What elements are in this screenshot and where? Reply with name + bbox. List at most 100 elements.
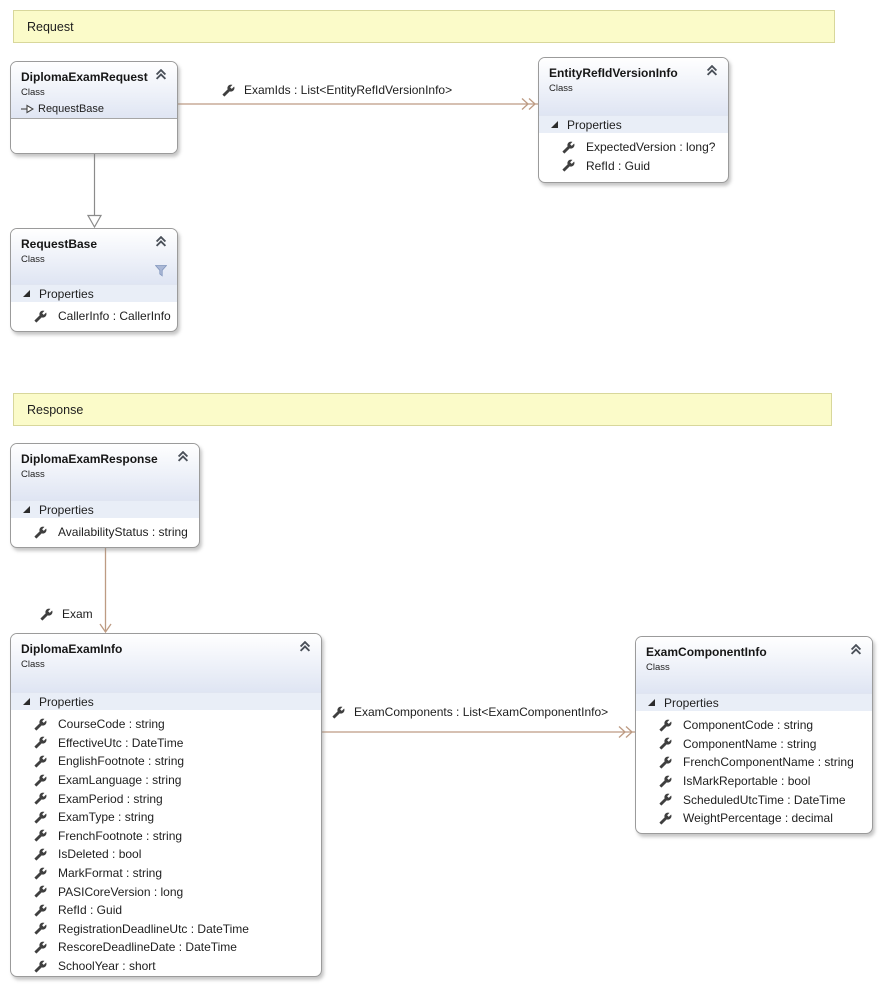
section-label: Properties <box>39 286 94 301</box>
wrench-icon <box>34 774 47 787</box>
inheritance-line[interactable] <box>87 154 103 228</box>
collapse-chevron-icon[interactable] <box>176 451 190 462</box>
class-header: DiplomaExamInfo Class <box>11 634 321 693</box>
property-row[interactable]: ComponentCode : string <box>636 716 872 735</box>
section-label: Properties <box>664 695 719 710</box>
property-row[interactable]: ExpectedVersion : long? <box>539 138 728 157</box>
section-label: Properties <box>39 502 94 517</box>
class-box-request-base[interactable]: RequestBase Class Properties CallerInfo … <box>10 228 178 332</box>
association-exam-line[interactable] <box>98 548 114 633</box>
property-row[interactable]: MarkFormat : string <box>11 864 321 883</box>
section-header-properties[interactable]: Properties <box>11 693 321 710</box>
class-box-entity-ref-id-version-info[interactable]: EntityRefIdVersionInfo Class Properties … <box>538 57 729 183</box>
class-box-diploma-exam-response[interactable]: DiplomaExamResponse Class Properties Ava… <box>10 443 200 548</box>
class-header: EntityRefIdVersionInfo Class <box>539 58 728 116</box>
wrench-icon <box>34 755 47 768</box>
property-row[interactable]: AvailabilityStatus : string <box>11 523 199 542</box>
wrench-icon <box>659 775 672 788</box>
member-list: CallerInfo : CallerInfo <box>11 302 177 326</box>
association-examcomponents-label[interactable]: ExamComponents : List<ExamComponentInfo> <box>332 705 608 719</box>
class-stereotype: Class <box>549 83 573 94</box>
section-header-properties[interactable]: Properties <box>11 285 177 302</box>
expander-triangle-icon <box>23 506 30 513</box>
property-row[interactable]: SchoolYear : short <box>11 957 321 976</box>
wrench-icon <box>40 608 53 620</box>
class-title: RequestBase <box>21 237 98 251</box>
property-row[interactable]: ComponentName : string <box>636 735 872 754</box>
class-box-exam-component-info[interactable]: ExamComponentInfo Class Properties Compo… <box>635 636 873 834</box>
property-row[interactable]: IsDeleted : bool <box>11 845 321 864</box>
association-examids-label[interactable]: ExamIds : List<EntityRefIdVersionInfo> <box>222 83 452 97</box>
member-list: ExpectedVersion : long? RefId : Guid <box>539 133 728 175</box>
wrench-icon <box>659 737 672 750</box>
wrench-icon <box>659 812 672 825</box>
property-text: FrenchComponentName : string <box>683 755 854 770</box>
class-box-diploma-exam-info[interactable]: DiplomaExamInfo Class Properties CourseC… <box>10 633 322 977</box>
class-title: DiplomaExamResponse <box>21 452 158 466</box>
expander-triangle-icon <box>23 290 30 297</box>
property-text: SchoolYear : short <box>58 959 156 974</box>
wrench-icon <box>34 922 47 935</box>
property-row[interactable]: ExamLanguage : string <box>11 771 321 790</box>
class-box-diploma-exam-request[interactable]: DiplomaExamRequest Class RequestBase <box>10 61 178 154</box>
property-row[interactable]: EffectiveUtc : DateTime <box>11 734 321 753</box>
class-empty-body <box>11 118 177 153</box>
collapse-chevron-icon[interactable] <box>705 65 719 76</box>
class-stereotype: Class <box>21 254 45 265</box>
property-row[interactable]: WeightPercentage : decimal <box>636 809 872 828</box>
property-row[interactable]: RefId : Guid <box>11 901 321 920</box>
wrench-icon <box>659 756 672 769</box>
property-row[interactable]: EnglishFootnote : string <box>11 752 321 771</box>
section-header-properties[interactable]: Properties <box>539 116 728 133</box>
property-row[interactable]: ExamPeriod : string <box>11 789 321 808</box>
collapse-chevron-icon[interactable] <box>154 236 168 247</box>
property-text: WeightPercentage : decimal <box>683 811 833 826</box>
property-text: IsMarkReportable : bool <box>683 774 811 789</box>
wrench-icon <box>34 736 47 749</box>
association-label-text: ExamIds : List<EntityRefIdVersionInfo> <box>244 83 453 97</box>
section-label: Properties <box>567 117 622 132</box>
property-row[interactable]: RescoreDeadlineDate : DateTime <box>11 938 321 957</box>
property-text: RefId : Guid <box>586 158 651 173</box>
property-row[interactable]: ExamType : string <box>11 808 321 827</box>
filter-icon[interactable] <box>155 265 167 277</box>
collapse-chevron-icon[interactable] <box>154 69 168 80</box>
class-header: ExamComponentInfo Class <box>636 637 872 694</box>
property-row[interactable]: RegistrationDeadlineUtc : DateTime <box>11 920 321 939</box>
collapse-chevron-icon[interactable] <box>298 641 312 652</box>
expander-triangle-icon <box>551 121 558 128</box>
wrench-icon <box>222 84 235 96</box>
property-row[interactable]: FrenchComponentName : string <box>636 753 872 772</box>
wrench-icon <box>34 867 47 880</box>
property-text: RegistrationDeadlineUtc : DateTime <box>58 921 249 936</box>
class-title: DiplomaExamInfo <box>21 642 123 656</box>
section-header-properties[interactable]: Properties <box>11 501 199 518</box>
response-banner[interactable]: Response <box>13 393 832 426</box>
property-text: MarkFormat : string <box>58 866 163 881</box>
wrench-icon <box>34 310 47 323</box>
property-row[interactable]: CourseCode : string <box>11 715 321 734</box>
property-row[interactable]: CallerInfo : CallerInfo <box>11 307 177 326</box>
association-examcomponents-line[interactable] <box>322 724 635 740</box>
request-banner[interactable]: Request <box>13 10 835 43</box>
wrench-icon <box>34 941 47 954</box>
wrench-icon <box>34 526 47 539</box>
property-text: ExamLanguage : string <box>58 773 182 788</box>
property-row[interactable]: RefId : Guid <box>539 157 728 176</box>
wrench-icon <box>34 792 47 805</box>
wrench-icon <box>562 141 575 154</box>
property-text: RefId : Guid <box>58 903 123 918</box>
property-row[interactable]: PASICoreVersion : long <box>11 882 321 901</box>
request-banner-label: Request <box>27 19 74 34</box>
section-header-properties[interactable]: Properties <box>636 694 872 711</box>
property-text: PASICoreVersion : long <box>58 884 184 899</box>
association-examids-line[interactable] <box>178 96 538 112</box>
class-header: DiplomaExamResponse Class <box>11 444 199 501</box>
association-exam-label[interactable]: Exam <box>40 607 93 621</box>
property-text: IsDeleted : bool <box>58 847 142 862</box>
property-row[interactable]: ScheduledUtcTime : DateTime <box>636 790 872 809</box>
property-row[interactable]: IsMarkReportable : bool <box>636 772 872 791</box>
collapse-chevron-icon[interactable] <box>849 644 863 655</box>
property-row[interactable]: FrenchFootnote : string <box>11 827 321 846</box>
section-label: Properties <box>39 694 94 709</box>
